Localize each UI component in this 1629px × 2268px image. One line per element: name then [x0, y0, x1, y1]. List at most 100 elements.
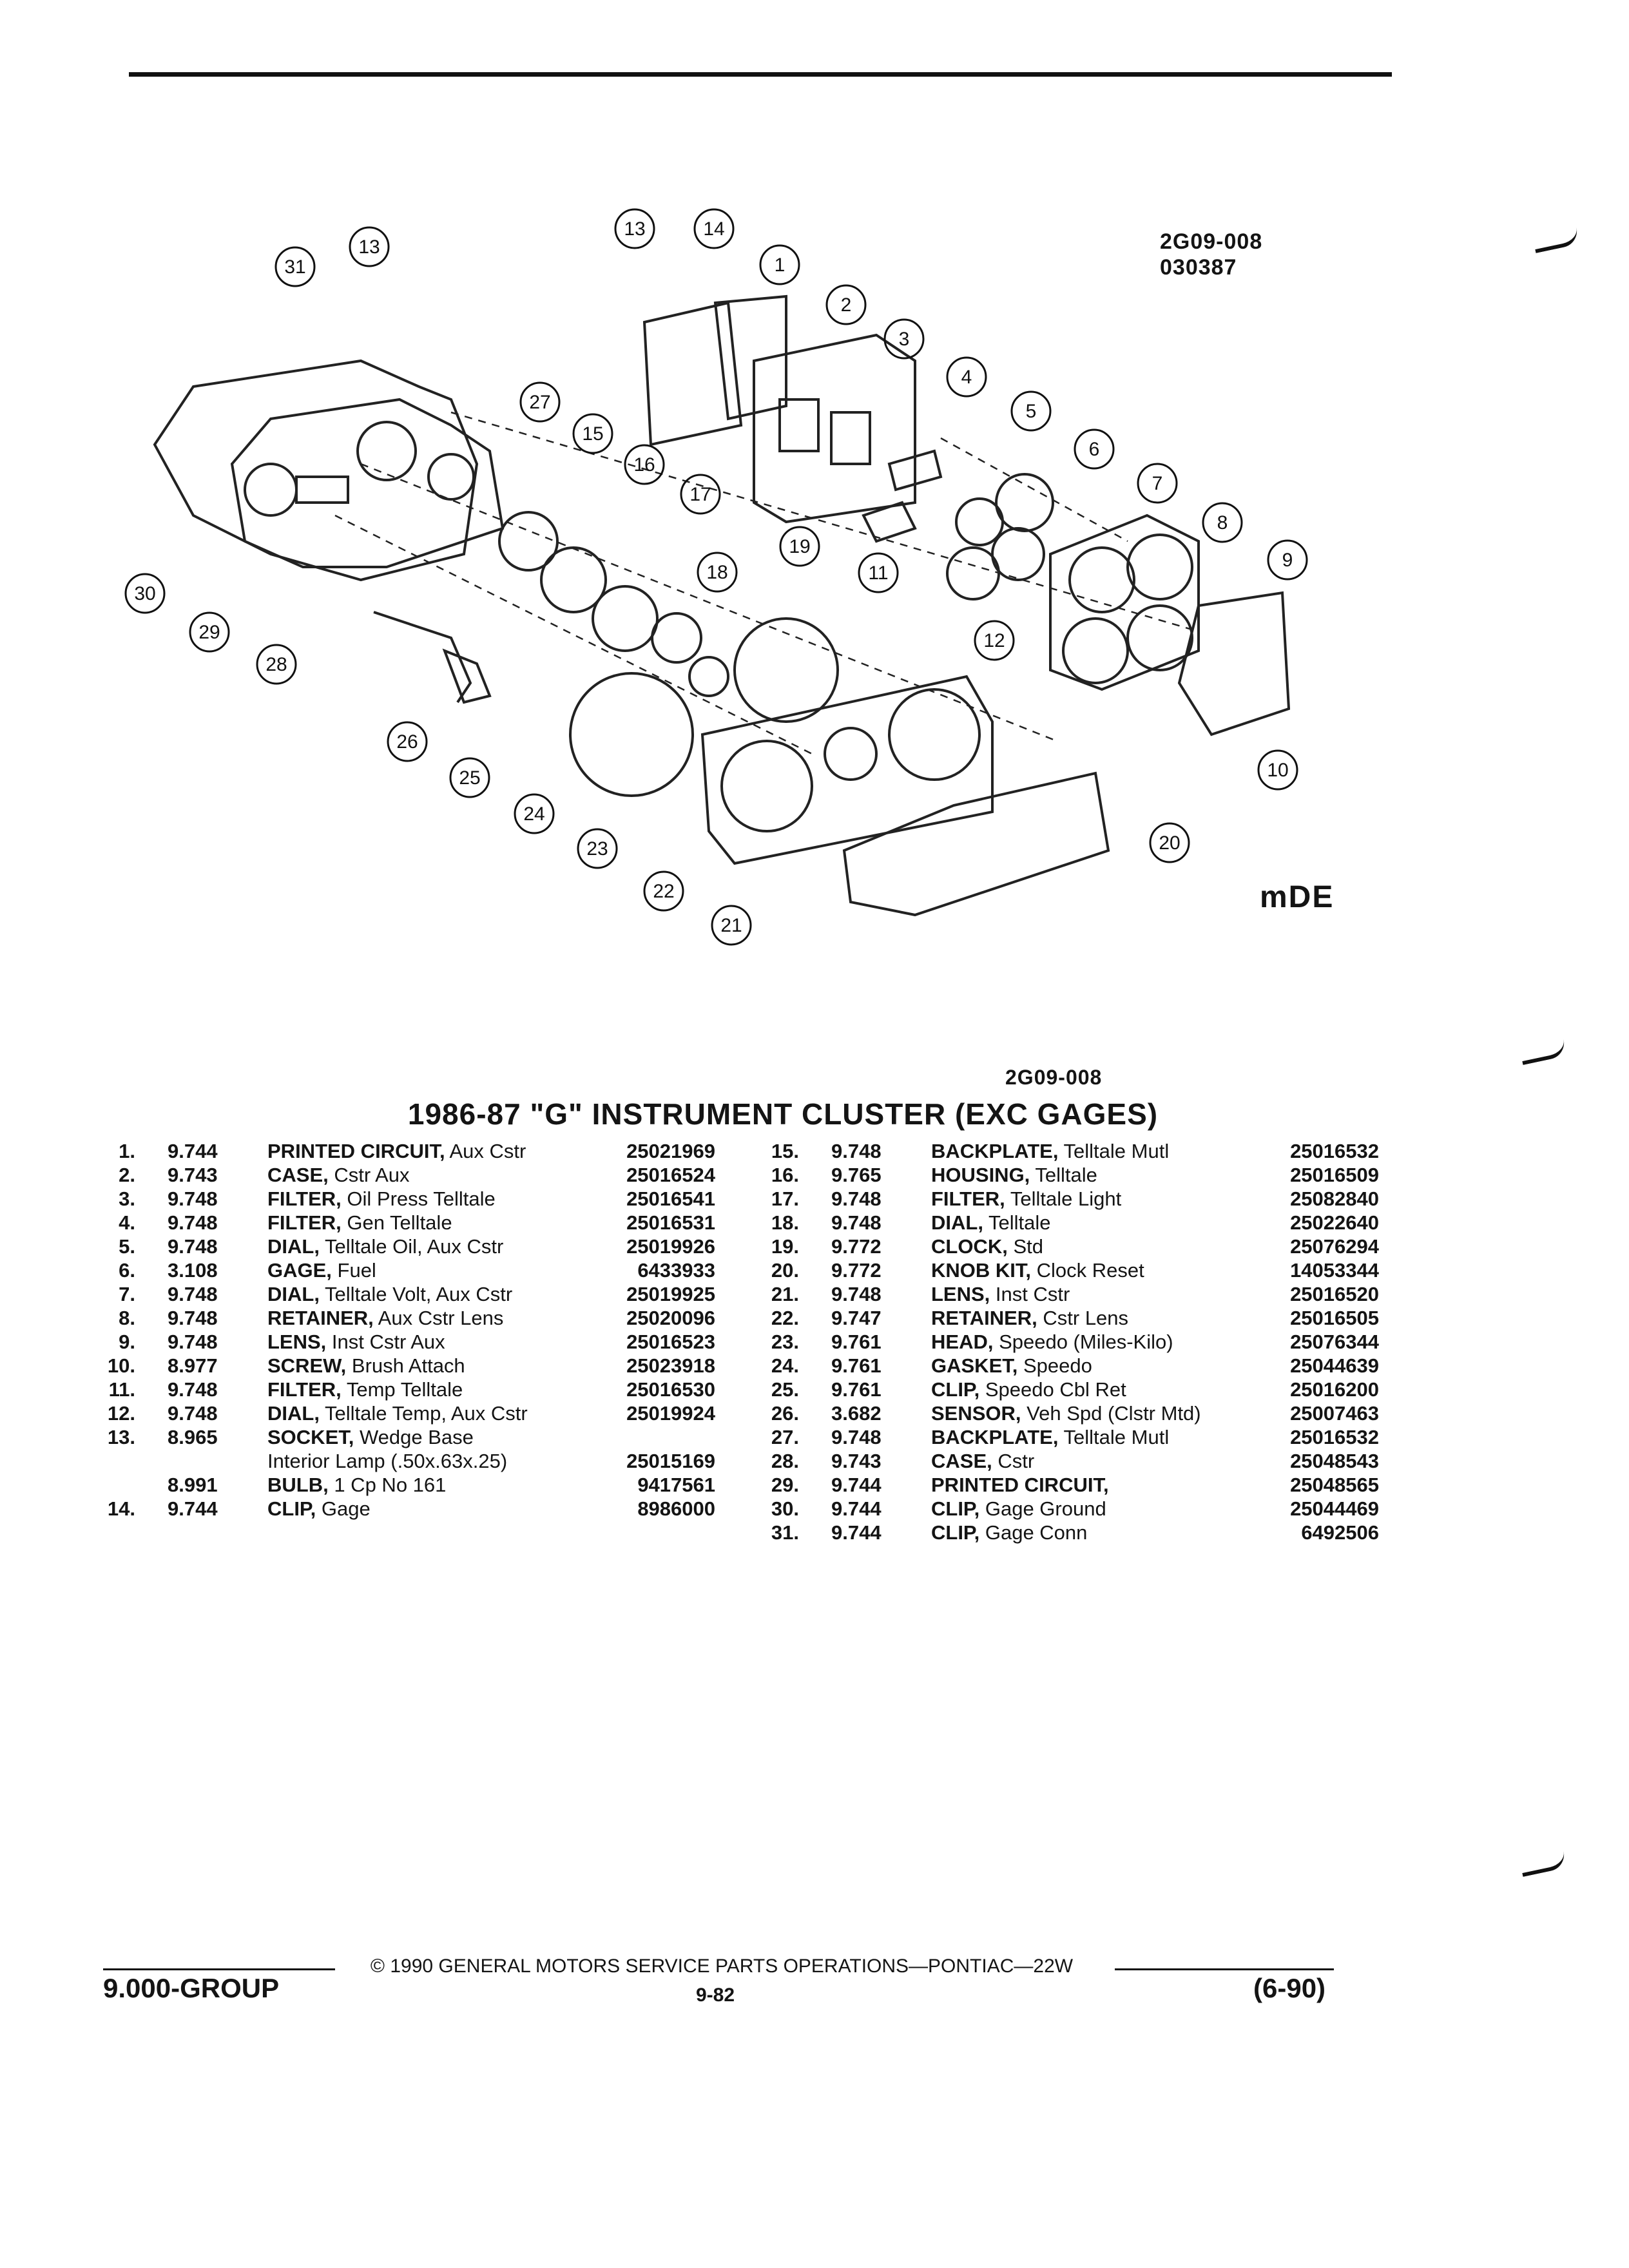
- part-description: FILTER, Temp Telltale: [267, 1378, 463, 1401]
- footer-rule-left: [103, 1968, 335, 1970]
- part-name: LENS,: [931, 1283, 990, 1305]
- footer-rule-right: [1115, 1968, 1334, 1970]
- part-desc: Aux Cstr Lens: [373, 1307, 504, 1329]
- part-name: GAGE,: [267, 1259, 332, 1282]
- item-number: 19.: [771, 1235, 799, 1258]
- group-number: 9.744: [831, 1497, 882, 1520]
- part-description: FILTER, Telltale Light: [931, 1187, 1121, 1211]
- svg-text:7: 7: [1152, 473, 1163, 494]
- retainer-22: [700, 675, 994, 865]
- part-desc: Veh Spd (Clstr Mtd): [1021, 1402, 1201, 1425]
- part-number: 25044469: [1290, 1497, 1379, 1520]
- part-number: 14053344: [1290, 1259, 1379, 1282]
- item-number: 24.: [771, 1354, 799, 1377]
- part-desc: Telltale: [983, 1211, 1051, 1234]
- part-number: 9417561: [637, 1474, 715, 1496]
- item-number: 27.: [771, 1426, 799, 1448]
- svg-text:24: 24: [523, 803, 545, 825]
- item-number: 2.: [119, 1164, 135, 1186]
- svg-text:6: 6: [1089, 439, 1100, 460]
- part-number: 25016532: [1290, 1426, 1379, 1448]
- svg-text:22: 22: [653, 881, 674, 902]
- part-number: 25016200: [1290, 1378, 1379, 1401]
- part-name: FILTER,: [267, 1211, 342, 1234]
- item-number: 12.: [107, 1402, 135, 1425]
- group-number: 9.748: [168, 1187, 218, 1210]
- item-number: 8.: [119, 1307, 135, 1329]
- part-number: 25020096: [626, 1307, 715, 1329]
- part-number: 25076294: [1290, 1235, 1379, 1258]
- part-number: 25019925: [626, 1283, 715, 1305]
- part-name: HOUSING,: [931, 1164, 1030, 1186]
- item-number: 11.: [108, 1378, 135, 1401]
- part-name: BACKPLATE,: [931, 1140, 1059, 1162]
- part-desc: Wedge Base: [354, 1426, 474, 1448]
- part-name: GASKET,: [931, 1354, 1018, 1377]
- parts-row: 11. 9.748 FILTER, Temp Telltale 25016530: [97, 1378, 715, 1401]
- part-number: 25015169: [626, 1450, 715, 1472]
- page-title: 1986-87 "G" INSTRUMENT CLUSTER (EXC GAGE…: [407, 1097, 1159, 1131]
- part-number: 25044639: [1290, 1354, 1379, 1377]
- item-number: 29.: [771, 1474, 799, 1496]
- part-desc: Aux Cstr: [445, 1140, 526, 1162]
- part-name: CLIP,: [931, 1497, 980, 1520]
- top-rule: [129, 72, 1392, 77]
- part-number: 25016505: [1290, 1307, 1379, 1329]
- item-number: 28.: [771, 1450, 799, 1472]
- part-name: DIAL,: [931, 1211, 983, 1234]
- group-number: 9.748: [831, 1140, 882, 1162]
- part-name: SENSOR,: [931, 1402, 1021, 1425]
- part-name: HEAD,: [931, 1331, 994, 1353]
- group-number: 9.744: [831, 1521, 882, 1544]
- part-desc: Clock Reset: [1031, 1259, 1144, 1282]
- part-desc: Cstr: [992, 1450, 1035, 1472]
- part-desc: Fuel: [331, 1259, 376, 1282]
- item-number: 26.: [771, 1402, 799, 1425]
- part-number: 25016523: [626, 1331, 715, 1353]
- part-desc: Telltale Oil, Aux Cstr: [319, 1235, 504, 1258]
- item-number: 9.: [119, 1331, 135, 1353]
- part-description: Interior Lamp (.50x.63x.25): [267, 1449, 507, 1473]
- item-number: 5.: [119, 1235, 135, 1258]
- part-description: BACKPLATE, Telltale Mutl: [931, 1139, 1169, 1163]
- part-number: 25076344: [1290, 1331, 1379, 1353]
- group-number: 9.772: [831, 1259, 882, 1282]
- svg-text:4: 4: [961, 367, 972, 388]
- part-name: DIAL,: [267, 1283, 320, 1305]
- part-number: 25021969: [626, 1140, 715, 1162]
- item-number: 23.: [771, 1331, 799, 1353]
- footer-group: 9.000-GROUP: [103, 1973, 280, 2003]
- part-number: 25016532: [1290, 1140, 1379, 1162]
- group-number: 9.748: [168, 1331, 218, 1353]
- group-number: 9.772: [831, 1235, 882, 1258]
- group-number: 9.747: [831, 1307, 882, 1329]
- group-number: 8.977: [168, 1354, 218, 1377]
- part-desc: Inst Cstr: [990, 1283, 1070, 1305]
- group-number: 9.761: [831, 1378, 882, 1401]
- group-number: 9.748: [168, 1378, 218, 1401]
- group-number: 9.744: [831, 1474, 882, 1496]
- group-number: 9.743: [831, 1450, 882, 1472]
- item-number: 6.: [119, 1259, 135, 1282]
- part-description: BULB, 1 Cp No 161: [267, 1473, 446, 1497]
- svg-text:2: 2: [841, 294, 852, 316]
- part-description: HEAD, Speedo (Miles-Kilo): [931, 1330, 1173, 1354]
- part-name: KNOB KIT,: [931, 1259, 1031, 1282]
- part-desc: Gage Ground: [979, 1497, 1106, 1520]
- part-number: 25016530: [626, 1378, 715, 1401]
- item-number: 31.: [771, 1521, 799, 1544]
- part-number: 25082840: [1290, 1187, 1379, 1210]
- part-number: 25016524: [626, 1164, 715, 1186]
- item-number: 13.: [107, 1426, 135, 1448]
